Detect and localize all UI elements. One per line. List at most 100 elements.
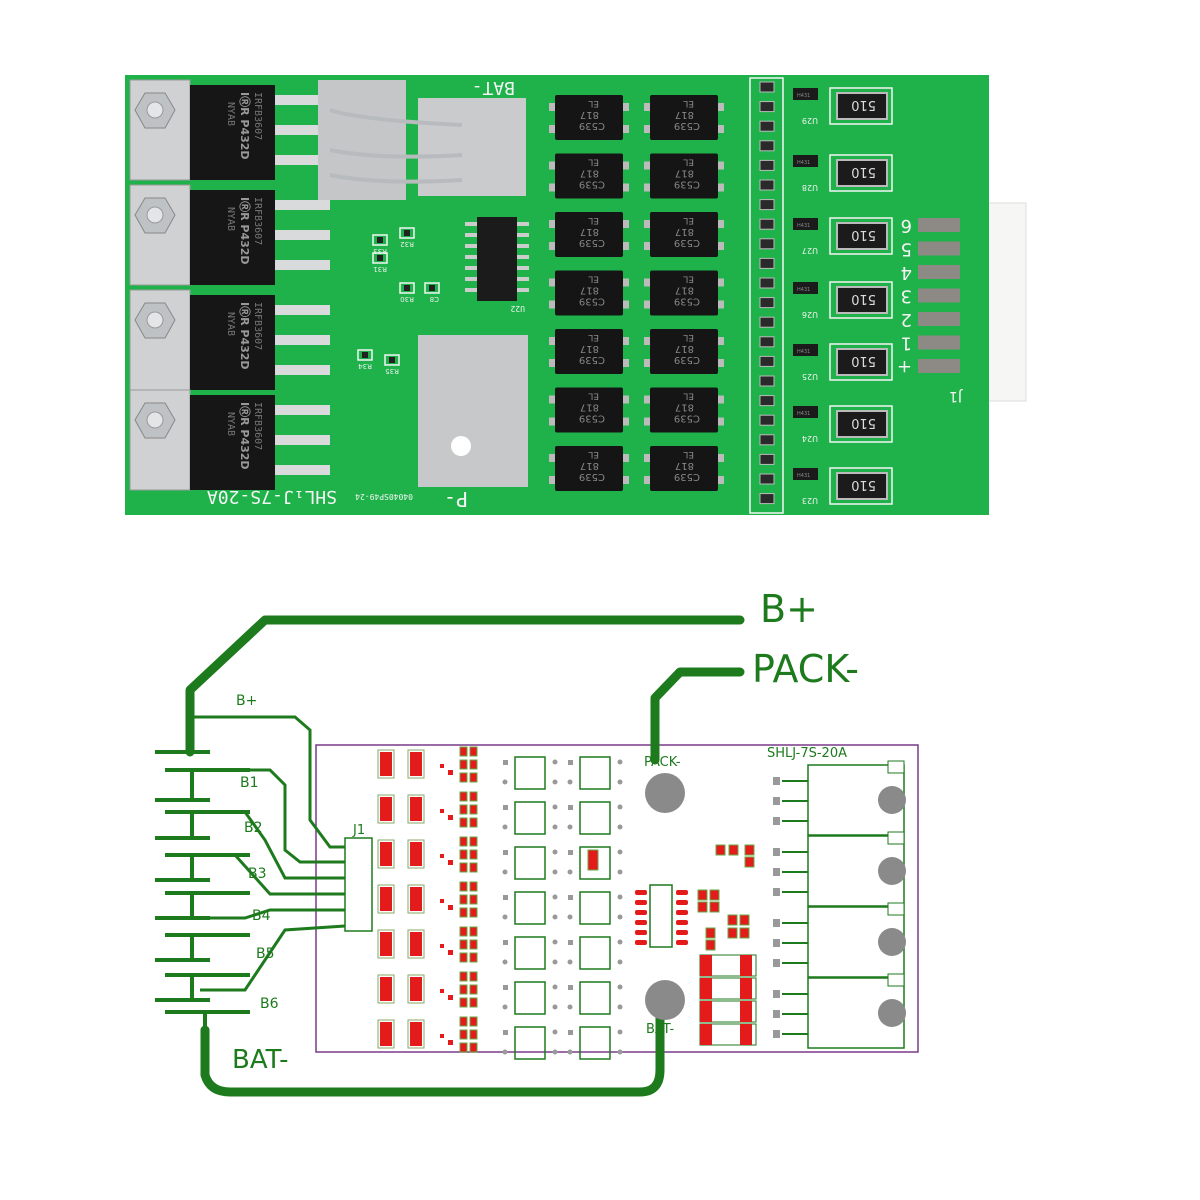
optocoupler	[555, 387, 623, 433]
sot-pad	[440, 944, 444, 948]
connector-pin	[918, 265, 960, 279]
resistor	[759, 238, 775, 250]
pad	[552, 1029, 558, 1035]
resistor-pad	[587, 849, 599, 871]
opto-pin	[644, 103, 650, 111]
ic-pin	[517, 266, 529, 270]
optocoupler	[555, 446, 623, 491]
optocoupler-footprint	[579, 981, 611, 1015]
opto-pin	[644, 183, 650, 192]
opto-pin	[718, 161, 724, 170]
pad-outline	[377, 749, 395, 779]
ic-u22	[477, 217, 517, 301]
opto-pin	[644, 476, 650, 484]
regulator-label: U28	[802, 183, 818, 192]
pad-outline	[377, 974, 395, 1004]
resistor-pad	[380, 1022, 392, 1046]
opto-pin	[644, 337, 650, 345]
ic-pin	[465, 266, 477, 270]
resistor-pad	[469, 849, 478, 860]
ic-pin	[465, 244, 477, 248]
resistor-pad	[697, 889, 708, 901]
pad-outline	[407, 974, 425, 1004]
sot-pad	[448, 770, 453, 775]
pad	[567, 959, 573, 965]
resistor-outline	[399, 227, 415, 239]
bleed-resistor	[836, 286, 888, 314]
pad	[502, 1049, 508, 1055]
pad	[552, 1004, 558, 1010]
opto-text: EL	[588, 157, 599, 167]
pad	[773, 939, 780, 947]
mosfet-body	[190, 85, 275, 180]
sot-pad	[440, 899, 444, 903]
sot-pad	[448, 905, 453, 910]
regulator-marking: H431	[797, 411, 810, 417]
resistor-pad	[380, 752, 392, 776]
opto-text: EL	[588, 98, 599, 108]
wire-links	[329, 108, 463, 184]
regulator-marking: H431	[797, 93, 810, 99]
regulator-marking: H431	[797, 160, 810, 166]
opto-pin	[549, 337, 555, 345]
resistor-pad	[380, 887, 392, 911]
pad-outline	[377, 794, 395, 824]
pad	[773, 848, 780, 856]
connector-pin	[918, 288, 960, 303]
wire-bplus	[185, 615, 745, 757]
ic-pad	[635, 900, 647, 905]
optocoupler-footprint	[514, 801, 546, 835]
opto-text: 817	[580, 168, 599, 179]
mosfet-lead	[275, 465, 330, 475]
opto-text: 817	[675, 460, 694, 471]
resistor	[759, 375, 775, 387]
pad	[502, 959, 508, 965]
opto-pin	[623, 125, 629, 133]
optocoupler-footprint	[514, 1026, 546, 1060]
pad	[552, 959, 558, 965]
shunt-regulator	[793, 406, 818, 418]
mosfet-lead	[275, 305, 330, 315]
resistor-label: R32	[400, 240, 414, 248]
shunt-regulator	[793, 344, 818, 356]
pad	[568, 760, 573, 765]
opto-text: EL	[588, 332, 599, 342]
optocoupler-footprint	[514, 846, 546, 880]
mount-hole	[878, 999, 906, 1027]
resistor	[362, 352, 368, 358]
resistor-value: 510	[851, 97, 876, 112]
resistor-pad	[459, 971, 468, 982]
opto-text: EL	[683, 332, 694, 342]
pad-outline	[377, 929, 395, 959]
mosfet-lead	[275, 365, 330, 375]
optocoupler	[650, 329, 718, 374]
opto-text: EL	[683, 449, 694, 459]
pad	[502, 824, 508, 830]
opto-text: C539	[674, 413, 700, 424]
opto-pin	[644, 395, 650, 404]
pad	[617, 759, 623, 765]
j1-label: J1	[352, 823, 365, 838]
resistor	[759, 179, 775, 191]
sense-wire	[192, 715, 345, 849]
opto-pin	[718, 300, 724, 309]
pad	[552, 824, 558, 830]
resistor-pad	[459, 984, 468, 995]
opto-text: EL	[683, 98, 694, 108]
pad	[568, 895, 573, 900]
ic-pin	[517, 222, 529, 226]
ic-pad	[635, 910, 647, 915]
opto-text: 817	[675, 285, 694, 296]
resistor	[759, 297, 775, 309]
cell-label: B+	[236, 693, 257, 709]
pin-label: +	[897, 356, 912, 377]
mosfet-lead	[275, 230, 330, 240]
pad	[567, 824, 573, 830]
shunt-pad	[700, 1024, 712, 1045]
sense-wire	[200, 924, 346, 992]
